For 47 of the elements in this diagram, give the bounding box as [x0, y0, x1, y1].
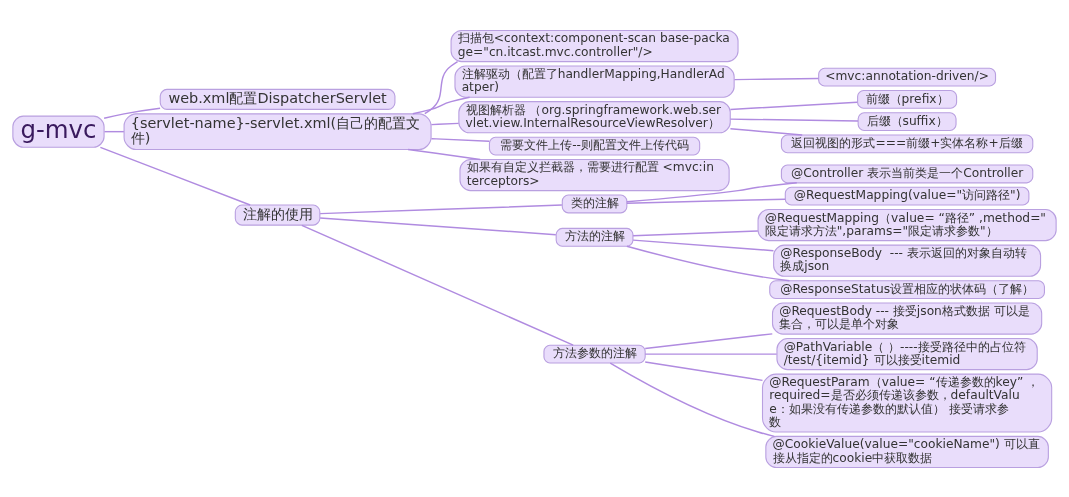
- connector: [626, 181, 798, 202]
- node-box: @ResponseStatus设置相应的状体码（了解）: [769, 279, 1045, 299]
- node-box: 前缀（prefix）: [857, 89, 958, 109]
- connector: [319, 203, 563, 214]
- node-box: 注解的使用: [234, 204, 321, 226]
- node-box: 方法的注解: [555, 227, 634, 247]
- connector: [407, 148, 481, 160]
- connector: [644, 352, 778, 355]
- node-box: <mvc:annotation-driven/>: [818, 67, 997, 87]
- node-box: @RequestMapping(value="访问路径"): [784, 186, 1030, 206]
- node-box: web.xml配置DispatcherServlet: [159, 88, 396, 110]
- node-box: 扫描包<context:component-scan base-package="cn.itcast.mvc.controller"/>: [450, 29, 739, 62]
- connector: [430, 122, 460, 125]
- connector: [729, 100, 858, 110]
- connector: [103, 107, 161, 119]
- connector: [733, 77, 820, 80]
- node-box: 方法参数的注解: [543, 344, 646, 364]
- node-box: 如果有自定义拦截器，需要进行配置 <mvc:interceptors>: [459, 158, 730, 191]
- node-box: @CookieValue(value="cookieName") 可以直接从指定的cookie中获取数据: [765, 435, 1049, 468]
- node-box: @PathVariable（ ）----接受路径中的占位符 /test/{itemid} 可以接受itemid: [776, 337, 1038, 370]
- connector: [632, 229, 759, 237]
- node-box: @Controller 表示当前类是一个Controller: [780, 163, 1034, 183]
- node-box: g-mvc: [12, 115, 105, 148]
- connector: [644, 332, 773, 349]
- node-box: @RequestParam（value= “传递参数的key” ，required=是否必须传递该参数，defaultValue：如果没有传递参数的默认值） 接受请求参数: [761, 373, 1053, 432]
- connector: [729, 117, 859, 122]
- connector: [609, 361, 776, 437]
- node-box: 后缀（suffix）: [857, 111, 957, 131]
- connector: [644, 360, 764, 381]
- connector: [729, 127, 803, 136]
- connector: [319, 216, 557, 235]
- connector: [99, 146, 251, 206]
- node-box: @RequestBody --- 接受json格式数据 可以是集合，可以是单个对象: [771, 301, 1043, 335]
- node-box: 注解驱动（配置了handlerMapping,HandlerAdatper): [454, 65, 735, 98]
- node-box: 返回视图的形式===前缀+实体名称+后缀: [780, 133, 1034, 153]
- connector: [430, 137, 490, 142]
- node-box: 视图解析器 （org.springframework.web.servlet.view.InternalResourceViewResolver）: [458, 100, 731, 133]
- connector: [626, 197, 786, 204]
- node-box: @ResponseBody --- 表示返回的对象自动转换成json: [773, 244, 1042, 277]
- node-box: 类的注解: [561, 194, 628, 213]
- connector: [424, 60, 459, 114]
- node-box: @RequestMapping（value= “路径” ,method="限定请求方法",params="限定请求参数"）: [757, 208, 1057, 241]
- connector: [103, 130, 125, 132]
- node-box: {servlet-name}-servlet.xml(自己的配置文件): [123, 112, 432, 150]
- node-box: 需要文件上传--则配置文件上传代码: [488, 136, 701, 156]
- connector: [301, 224, 574, 346]
- connector: [632, 238, 775, 251]
